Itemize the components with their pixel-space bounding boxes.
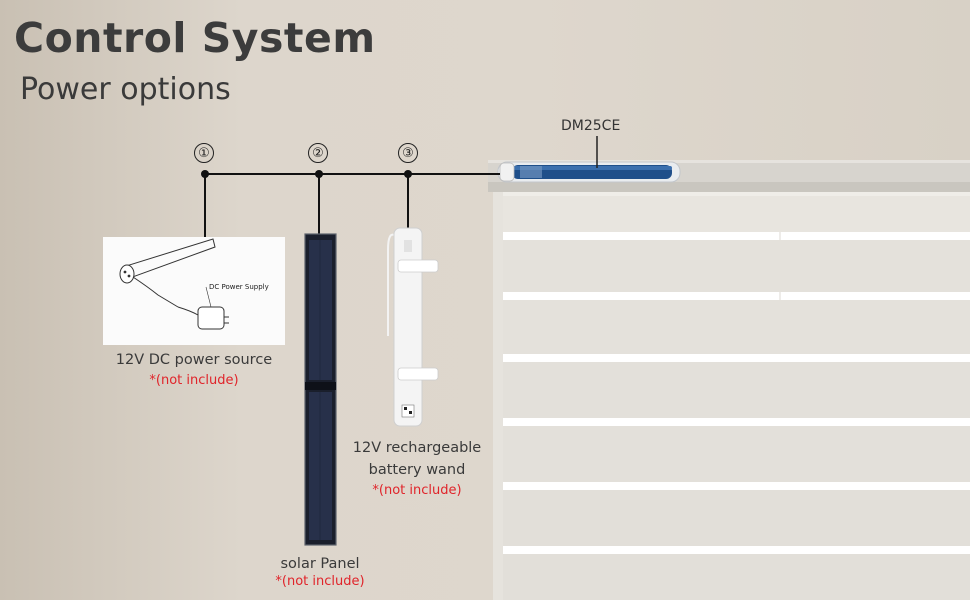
- solar-panel: [304, 233, 337, 546]
- option-3-badge: ③: [398, 143, 418, 163]
- dc-power-illustration: [103, 237, 285, 345]
- motor-label: DM25CE: [561, 118, 621, 134]
- zebra-blind: [493, 186, 970, 600]
- tubular-motor: [497, 161, 681, 183]
- page-title: Control System: [14, 14, 376, 62]
- option-2-badge: ②: [308, 143, 328, 163]
- dc-adapter-drawing: [119, 238, 229, 330]
- option-3-label-line-1: 12V rechargeable: [352, 440, 482, 456]
- option-2-label: solar Panel: [280, 556, 360, 572]
- option-3-note: *(not include): [372, 483, 462, 498]
- option-1-label: 12V DC power source: [115, 352, 273, 368]
- page-subtitle: Power options: [20, 72, 231, 107]
- dc-power-supply-caption: DC Power Supply: [209, 283, 269, 291]
- option-3-label-line-2: battery wand: [368, 462, 466, 478]
- connection-wire: [201, 170, 500, 237]
- option-1-note: *(not include): [149, 373, 239, 388]
- option-1-badge: ①: [194, 143, 214, 163]
- battery-wand: [387, 227, 439, 427]
- option-2-note: *(not include): [275, 574, 365, 589]
